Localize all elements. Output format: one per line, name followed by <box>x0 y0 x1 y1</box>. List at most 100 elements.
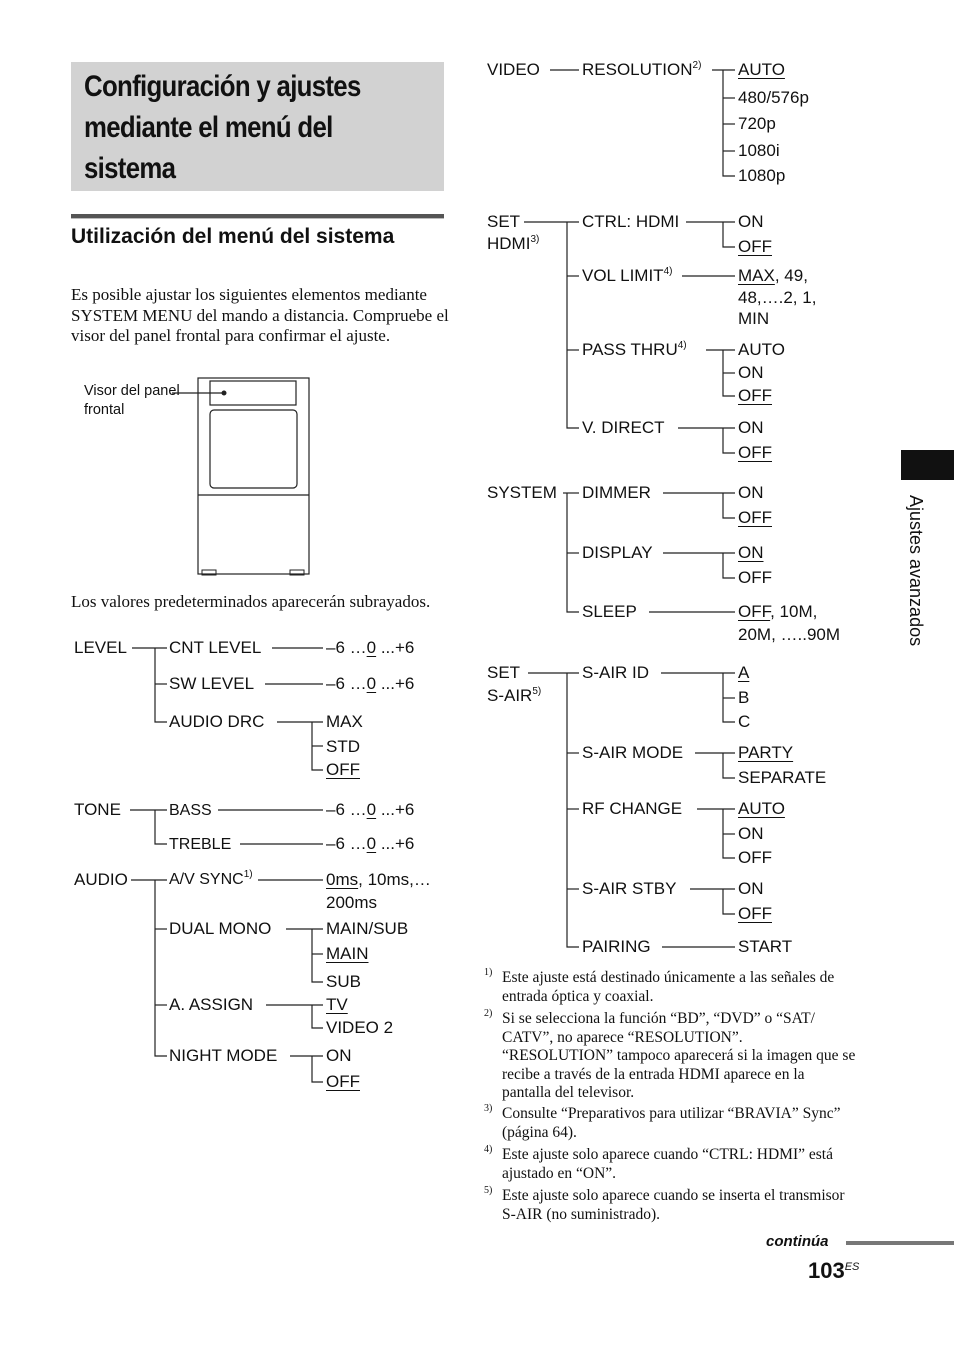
page-number: 103ES <box>808 1258 859 1284</box>
menu-sair-mode: S-AIR MODE <box>582 743 683 763</box>
menu-sair-stby: S-AIR STBY <box>582 879 676 899</box>
vol-limit-range-end: MIN <box>738 309 769 329</box>
pass-thru-option: AUTO <box>738 340 785 360</box>
audio-drc-option: STD <box>326 737 360 757</box>
rf-change-option: ON <box>738 824 764 844</box>
continues-bar <box>846 1241 954 1245</box>
menu-dual-mono: DUAL MONO <box>169 919 271 939</box>
section-rule-light <box>71 218 444 219</box>
pass-thru-option: ON <box>738 363 764 383</box>
menu-set-hdmi: SET <box>487 212 520 232</box>
ctrl-hdmi-option: ON <box>738 212 764 232</box>
sleep-range: OFF, 10M, <box>738 602 817 622</box>
dual-mono-option: MAIN/SUB <box>326 919 408 939</box>
dual-mono-option-default: MAIN <box>326 944 369 964</box>
menu-treble: TREBLE <box>169 835 231 855</box>
sw-level-range: –6 …0 ...+6 <box>326 674 414 694</box>
menu-pass-thru: PASS THRU4) <box>582 340 687 360</box>
ctrl-hdmi-option-default: OFF <box>738 237 772 257</box>
treble-range: –6 …0 ...+6 <box>326 834 414 854</box>
menu-set-hdmi-line2: HDMI3) <box>487 234 539 254</box>
menu-a-assign: A. ASSIGN <box>169 995 253 1015</box>
resolution-option: 720p <box>738 114 776 134</box>
menu-rf-change: RF CHANGE <box>582 799 682 819</box>
figure-label: Visor del panel frontal <box>84 382 184 420</box>
footnote-text: Este ajuste solo aparece cuando se inser… <box>502 1187 857 1224</box>
sair-id-option-default: A <box>738 663 749 683</box>
footnote-number: 5) <box>484 1185 492 1196</box>
sair-mode-option: SEPARATE <box>738 768 826 788</box>
cnt-level-range: –6 …0 ...+6 <box>326 638 414 658</box>
v-direct-option: ON <box>738 418 764 438</box>
resolution-option: 1080i <box>738 141 780 161</box>
footnote-number: 4) <box>484 1144 492 1155</box>
menu-level: LEVEL <box>74 638 127 658</box>
night-mode-option: ON <box>326 1046 352 1066</box>
rf-change-option: OFF <box>738 848 772 868</box>
menu-set-sair-line2: S-AIR5) <box>487 686 541 706</box>
a-assign-option: VIDEO 2 <box>326 1018 393 1038</box>
footnote-number: 2) <box>484 1008 492 1019</box>
footnote-text: Este ajuste solo aparece cuando “CTRL: H… <box>502 1146 857 1183</box>
side-tab-marker <box>901 450 954 480</box>
menu-cnt-level: CNT LEVEL <box>169 638 261 658</box>
rf-change-option-default: AUTO <box>738 799 785 819</box>
dimmer-option: ON <box>738 483 764 503</box>
sair-id-option: C <box>738 712 750 732</box>
footnote-number: 1) <box>484 967 492 978</box>
section-title: Utilización del menú del sistema <box>71 224 431 249</box>
menu-sleep: SLEEP <box>582 602 637 622</box>
pairing-value: START <box>738 937 792 957</box>
resolution-option: 1080p <box>738 166 785 186</box>
dimmer-option-default: OFF <box>738 508 772 528</box>
menu-vol-limit: VOL LIMIT4) <box>582 266 672 286</box>
sleep-range-end: 20M, …..90M <box>738 625 840 645</box>
audio-drc-option: MAX <box>326 712 363 732</box>
menu-audio: AUDIO <box>74 870 128 890</box>
page-title: Configuración y ajustes mediante el menú… <box>84 66 385 189</box>
av-sync-range-end: 200ms <box>326 893 377 913</box>
menu-tone: TONE <box>74 800 121 820</box>
menu-bass: BASS <box>169 801 212 821</box>
menu-ctrl-hdmi: CTRL: HDMI <box>582 212 679 232</box>
dual-mono-option: SUB <box>326 972 361 992</box>
footnote-text: Si se selecciona la función “BD”, “DVD” … <box>502 1010 857 1103</box>
sair-stby-option-default: OFF <box>738 904 772 924</box>
menu-audio-drc: AUDIO DRC <box>169 712 264 732</box>
menu-v-direct: V. DIRECT <box>582 418 665 438</box>
continues-label: continúa <box>766 1233 829 1250</box>
resolution-option-default: AUTO <box>738 60 785 80</box>
sair-id-option: B <box>738 688 749 708</box>
night-mode-option-default: OFF <box>326 1072 360 1092</box>
a-assign-option-default: TV <box>326 995 348 1015</box>
side-tab-label: Ajustes avanzados <box>905 495 926 695</box>
intro-paragraph: Es posible ajustar los siguientes elemen… <box>71 285 451 347</box>
menu-system: SYSTEM <box>487 483 557 503</box>
defaults-note: Los valores predeterminados aparecerán s… <box>71 592 451 613</box>
menu-dimmer: DIMMER <box>582 483 651 503</box>
bass-range: –6 …0 ...+6 <box>326 800 414 820</box>
menu-night-mode: NIGHT MODE <box>169 1046 277 1066</box>
menu-video: VIDEO <box>487 60 540 80</box>
sair-mode-option-default: PARTY <box>738 743 793 763</box>
footnote-number: 3) <box>484 1103 492 1114</box>
menu-display: DISPLAY <box>582 543 653 563</box>
menu-sair-id: S-AIR ID <box>582 663 649 683</box>
av-sync-range: 0ms, 10ms,… <box>326 870 431 890</box>
pass-thru-option-default: OFF <box>738 386 772 406</box>
menu-resolution: RESOLUTION2) <box>582 60 701 80</box>
display-option: OFF <box>738 568 772 588</box>
menu-av-sync: A/V SYNC1) <box>169 870 253 890</box>
footnote-text: Consulte “Preparativos para utilizar “BR… <box>502 1105 857 1142</box>
sair-stby-option: ON <box>738 879 764 899</box>
vol-limit-range: MAX, 49, <box>738 266 808 286</box>
v-direct-option-default: OFF <box>738 443 772 463</box>
menu-sw-level: SW LEVEL <box>169 674 254 694</box>
footnote-text: Este ajuste está destinado únicamente a … <box>502 969 857 1006</box>
vol-limit-range-mid: 48,….2, 1, <box>738 288 816 308</box>
audio-drc-option-default: OFF <box>326 760 360 780</box>
menu-set-sair: SET <box>487 663 520 683</box>
title-banner: Configuración y ajustes mediante el menú… <box>71 62 444 191</box>
display-option-default: ON <box>738 543 764 563</box>
menu-pairing: PAIRING <box>582 937 651 957</box>
